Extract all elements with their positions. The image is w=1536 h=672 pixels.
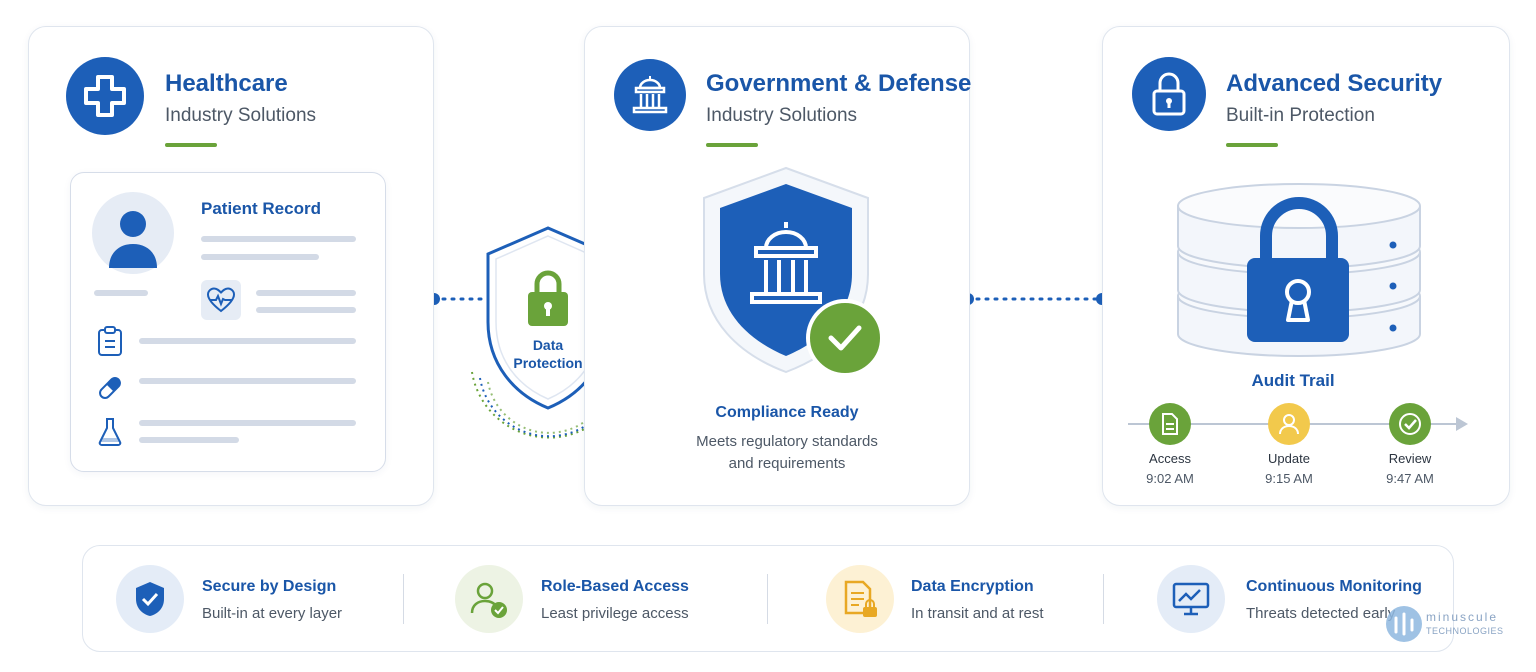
feature-subtitle: Threats detected early <box>1246 605 1396 622</box>
placeholder-line <box>94 290 148 296</box>
flask-icon <box>96 416 124 448</box>
audit-trail-title: Audit Trail <box>1251 371 1335 390</box>
compliance-title: Compliance Ready <box>715 404 859 421</box>
healthcare-title: Healthcare <box>165 70 288 97</box>
placeholder-line <box>139 420 356 426</box>
green-check-icon <box>806 299 884 377</box>
feature-title: Role-Based Access <box>541 578 689 595</box>
padlock-icon <box>1132 57 1206 131</box>
medical-cross-icon <box>66 57 144 135</box>
audit-step-access-icon <box>1149 403 1191 445</box>
divider <box>767 574 768 624</box>
audit-step-label: Update <box>1268 451 1310 466</box>
clipboard-icon <box>96 325 124 357</box>
accent-bar <box>165 143 217 147</box>
monitor-chart-icon <box>1157 565 1225 633</box>
placeholder-line <box>201 254 319 260</box>
pill-icon <box>96 372 124 404</box>
data-protection-line2: Protection <box>513 355 583 371</box>
accent-bar <box>1226 143 1278 147</box>
compliance-text-2: and requirements <box>728 455 846 472</box>
divider <box>1103 574 1104 624</box>
feature-bar <box>82 545 1454 652</box>
data-protection-label: Data Protection <box>498 336 598 372</box>
security-title: Advanced Security <box>1226 70 1443 97</box>
audit-step-label: Access <box>1149 451 1191 466</box>
placeholder-line <box>256 290 356 296</box>
government-title: Government & Defense <box>706 70 972 97</box>
watermark-company: TECHNOLOGIES <box>1426 626 1504 636</box>
data-protection-line1: Data <box>532 337 564 353</box>
user-check-icon <box>455 565 523 633</box>
feature-subtitle: In transit and at rest <box>911 605 1044 622</box>
heart-monitor-icon <box>201 280 241 320</box>
audit-step-time: 9:02 AM <box>1146 471 1194 486</box>
compliance-text-1: Meets regulatory standards <box>696 433 878 450</box>
patient-avatar-icon <box>109 211 157 268</box>
placeholder-line <box>139 437 239 443</box>
audit-step-review-icon <box>1389 403 1431 445</box>
feature-subtitle: Built-in at every layer <box>202 605 343 622</box>
placeholder-line <box>139 378 356 384</box>
green-padlock-icon <box>526 266 570 330</box>
placeholder-line <box>201 236 356 242</box>
healthcare-subtitle: Industry Solutions <box>165 105 317 126</box>
security-subtitle: Built-in Protection <box>1226 105 1375 126</box>
watermark-logo-icon <box>1386 606 1422 642</box>
government-subtitle: Industry Solutions <box>706 105 858 126</box>
database-lock-icon <box>1177 183 1421 358</box>
audit-step-update-icon <box>1268 403 1310 445</box>
audit-step-label: Review <box>1388 451 1432 466</box>
audit-step-time: 9:15 AM <box>1265 471 1313 486</box>
feature-title: Secure by Design <box>202 578 337 595</box>
accent-bar <box>706 143 758 147</box>
placeholder-line <box>256 307 356 313</box>
watermark-name: minuscule <box>1426 610 1499 624</box>
placeholder-line <box>139 338 356 344</box>
feature-subtitle: Least privilege access <box>541 605 689 622</box>
capitol-building-icon <box>614 59 686 131</box>
audit-step-time: 9:47 AM <box>1386 471 1434 486</box>
feature-title: Continuous Monitoring <box>1246 578 1422 595</box>
locked-document-icon <box>826 565 894 633</box>
avatar <box>92 192 174 274</box>
patient-record-title: Patient Record <box>201 199 321 218</box>
feature-title: Data Encryption <box>911 578 1034 595</box>
divider <box>403 574 404 624</box>
shield-check-icon <box>116 565 184 633</box>
